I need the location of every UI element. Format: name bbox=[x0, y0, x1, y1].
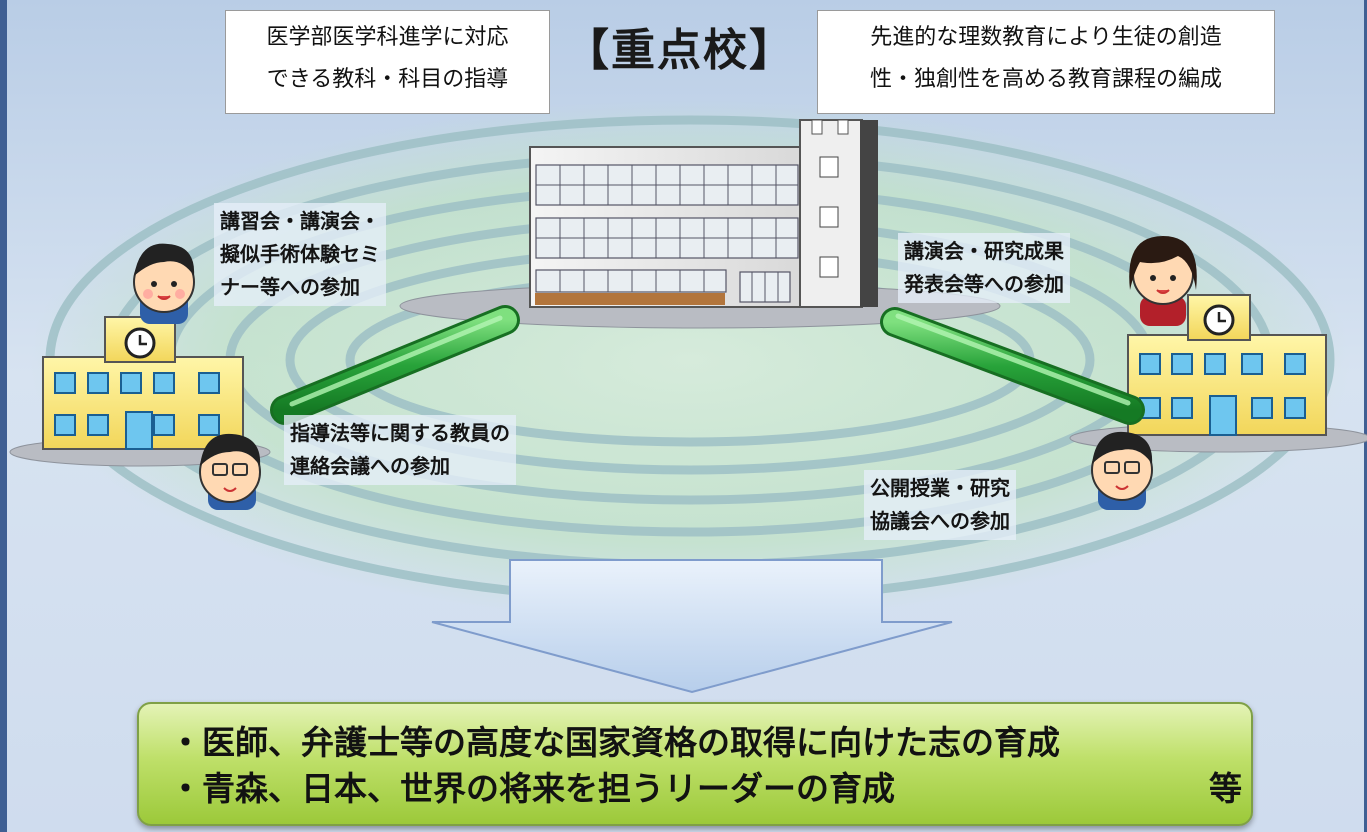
label-meetings-line1: 指導法等に関する教員の bbox=[290, 421, 510, 445]
left-school-building bbox=[42, 316, 244, 450]
box-curriculum: 先進的な理数教育により生徒の創造 性・独創性を高める教育課程の編成 bbox=[817, 10, 1275, 114]
label-seminars: 講習会・講演会・ 擬似手術体験セミ ナー等への参加 bbox=[214, 203, 386, 306]
result-line2-suffix: 等 bbox=[1209, 769, 1242, 808]
box-medical-guidance: 医学部医学科進学に対応 できる教科・科目の指導 bbox=[225, 10, 550, 114]
teacher-icon-top-left bbox=[133, 243, 195, 324]
page-title: 【重点校】 bbox=[565, 25, 795, 76]
down-arrow bbox=[431, 559, 953, 694]
label-open-classes-line1: 公開授業・研究 bbox=[870, 476, 1010, 500]
box-left-line1: 医学部医学科進学に対応 bbox=[266, 25, 509, 50]
box-right-line2: 性・独創性を高める教育課程の編成 bbox=[869, 67, 1222, 92]
box-left-line2: できる教科・科目の指導 bbox=[266, 67, 509, 92]
label-teacher-meetings: 指導法等に関する教員の 連絡会議への参加 bbox=[284, 415, 516, 485]
frame-right bbox=[1364, 0, 1367, 832]
label-research-presentations: 講演会・研究成果 発表会等への参加 bbox=[898, 233, 1070, 303]
label-seminars-line3: ナー等への参加 bbox=[220, 275, 360, 299]
label-research-line1: 講演会・研究成果 bbox=[904, 239, 1064, 263]
right-school-building bbox=[1127, 294, 1327, 436]
teacher-icon-bottom-left bbox=[199, 433, 261, 510]
result-line1: ・医師、弁護士等の高度な国家資格の取得に向けた志の育成 bbox=[169, 723, 1060, 762]
result-box: ・医師、弁護士等の高度な国家資格の取得に向けた志の育成 ・青森、日本、世界の将来… bbox=[137, 702, 1253, 826]
label-seminars-line2: 擬似手術体験セミ bbox=[220, 242, 380, 266]
box-right-line1: 先進的な理数教育により生徒の創造 bbox=[870, 25, 1222, 50]
teacher-icon-top-right bbox=[1129, 236, 1197, 326]
frame-left bbox=[0, 0, 7, 832]
result-line2-wrap: ・青森、日本、世界の将来を担うリーダーの育成 等 bbox=[169, 766, 1251, 812]
central-school-building bbox=[529, 119, 878, 308]
label-meetings-line2: 連絡会議への参加 bbox=[290, 454, 450, 478]
result-line2: ・青森、日本、世界の将来を担うリーダーの育成 bbox=[169, 769, 895, 808]
label-seminars-line1: 講習会・講演会・ bbox=[220, 209, 380, 233]
label-open-classes: 公開授業・研究 協議会への参加 bbox=[864, 470, 1016, 540]
teacher-icon-bottom-right bbox=[1091, 431, 1153, 510]
label-research-line2: 発表会等への参加 bbox=[904, 272, 1064, 296]
label-open-classes-line2: 協議会への参加 bbox=[870, 509, 1010, 533]
